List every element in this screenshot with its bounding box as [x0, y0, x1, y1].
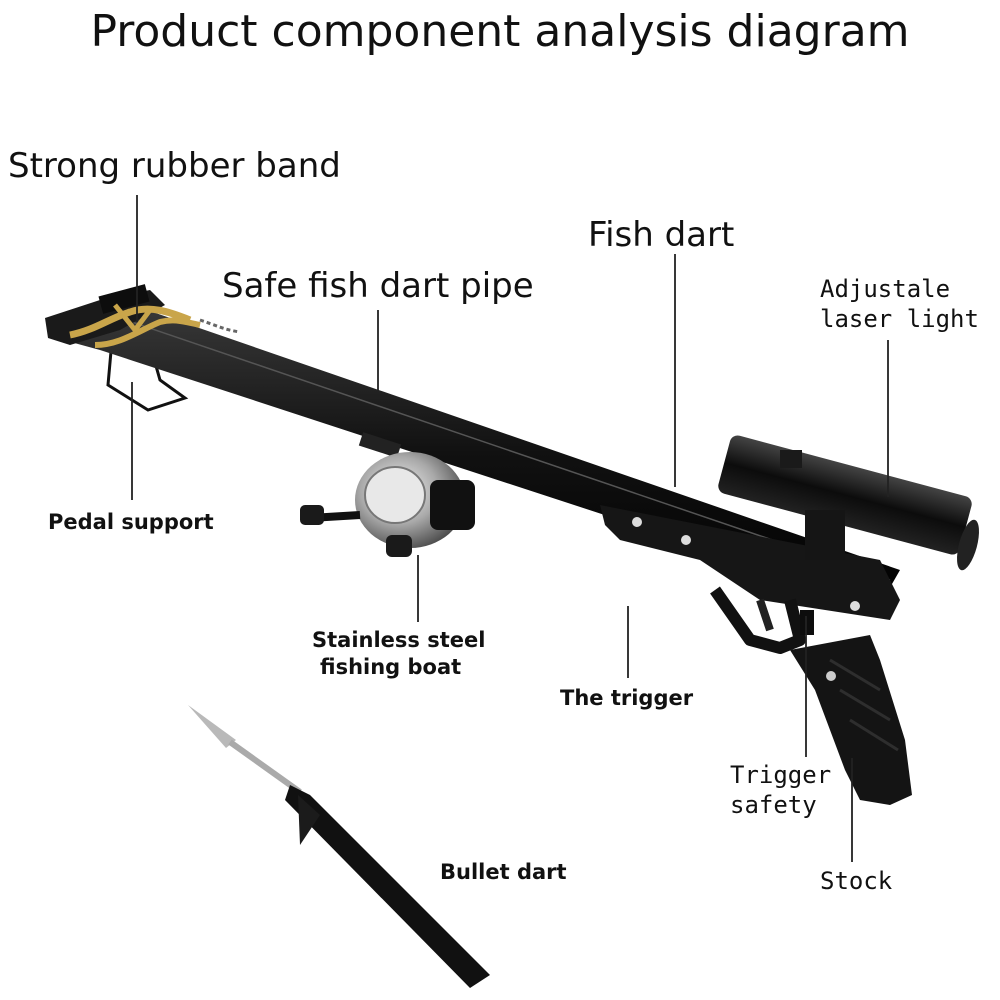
label-reel: Stainless steel fishing boat	[312, 627, 485, 681]
label-stock: Stock	[820, 867, 893, 895]
label-bullet-dart: Bullet dart	[440, 860, 567, 884]
pistol-grip	[790, 635, 912, 805]
label-trigger: The trigger	[560, 686, 694, 710]
fishing-reel	[300, 432, 475, 557]
trigger-assembly	[710, 586, 814, 654]
label-laser: Adjustale laser light	[820, 274, 979, 334]
label-rubber-band: Strong rubber band	[8, 146, 341, 186]
bullet-dart	[188, 705, 490, 988]
label-pedal-support: Pedal support	[48, 510, 214, 534]
label-reel-line2: fishing boat	[320, 655, 462, 679]
label-laser-line1: Adjustale	[820, 275, 951, 303]
pedal-support	[106, 339, 189, 412]
gun-frame	[600, 505, 900, 620]
label-fish-dart: Fish dart	[588, 215, 735, 255]
label-dart-pipe: Safe fish dart pipe	[222, 266, 534, 306]
label-safety: Trigger safety	[730, 760, 831, 820]
laser-sight	[718, 435, 979, 571]
leader-lines	[131, 195, 889, 862]
rubber-band	[69, 303, 241, 348]
label-safety-line2: safety	[730, 791, 817, 819]
label-safety-line1: Trigger	[730, 761, 832, 789]
diagram-title: Product component analysis diagram	[90, 6, 910, 57]
label-reel-line1: Stainless steel	[312, 628, 486, 652]
label-laser-line2: laser light	[820, 305, 979, 333]
